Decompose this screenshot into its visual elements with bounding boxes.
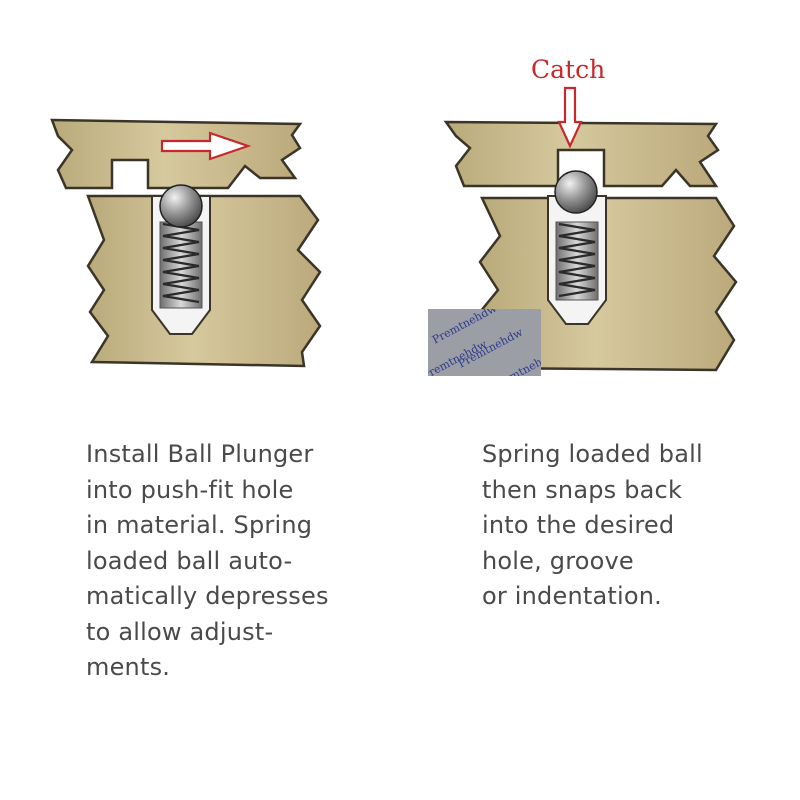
right-top-plate	[443, 120, 720, 188]
left-panel-illustration	[50, 118, 322, 368]
right-caption: Spring loaded ball then snaps back into …	[482, 440, 703, 610]
watermark-stamp: Premtnehdw Premtnehdw Premtnehdw Premtne…	[428, 309, 541, 376]
right-ball	[554, 170, 598, 214]
watermark-text: Premtnehdw	[490, 347, 541, 376]
catch-label: Catch	[531, 55, 606, 84]
right-catch-arrow	[557, 86, 583, 149]
right-spring	[558, 222, 596, 298]
left-ball	[159, 184, 203, 228]
ball-plunger-diagram	[50, 86, 738, 372]
left-caption: Install Ball Plunger into push-fit hole …	[86, 440, 329, 681]
left-spring	[162, 222, 200, 304]
left-top-plate	[50, 118, 303, 190]
left-direction-arrow	[160, 131, 252, 161]
right-bottom-block	[478, 196, 738, 372]
right-panel-illustration	[443, 86, 738, 372]
